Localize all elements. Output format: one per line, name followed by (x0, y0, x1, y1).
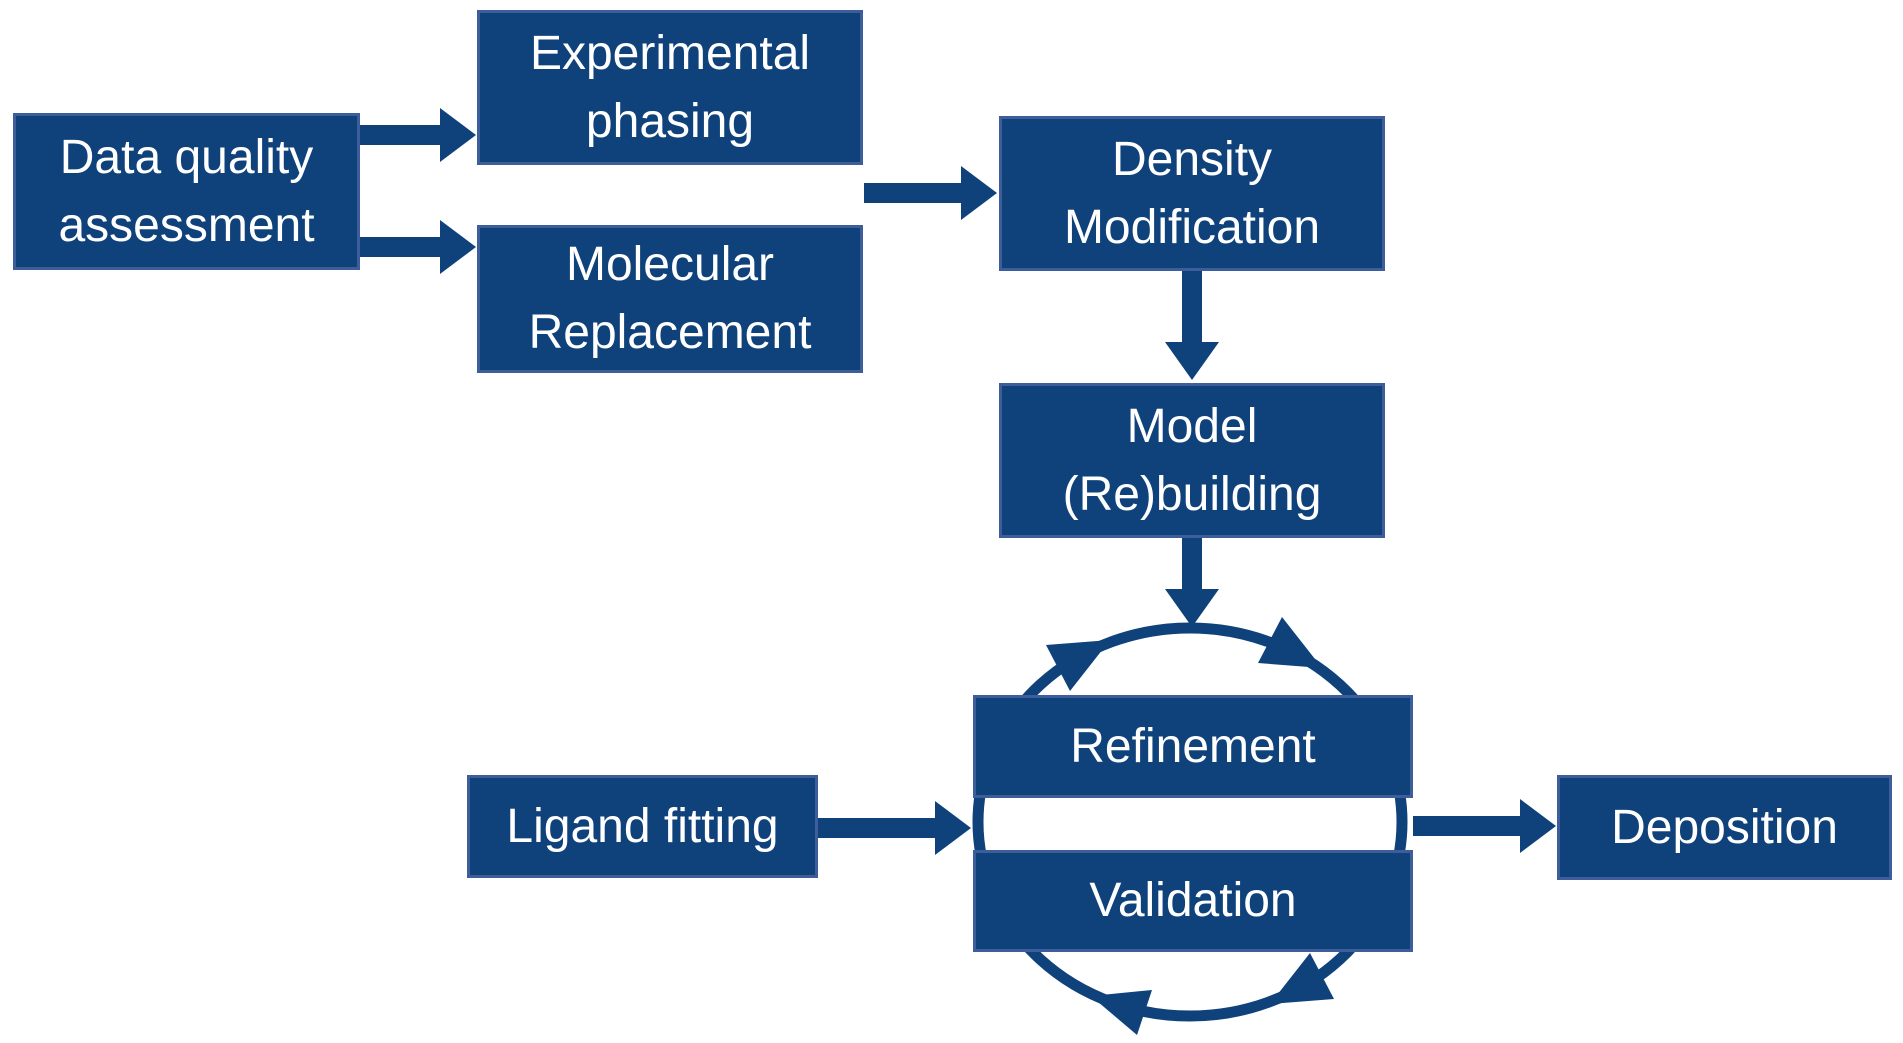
arrow-cycle-to-deposition (1413, 799, 1556, 853)
arrow-ligand-fitting-to-cycle (818, 801, 971, 855)
node-molecular-replacement: Molecular Replacement (477, 225, 863, 373)
node-label: Model (Re)building (1062, 399, 1322, 521)
node-model-rebuilding: Model (Re)building (999, 383, 1385, 538)
node-label: Validation (1089, 874, 1297, 927)
refinement-validation-cycle-ring (972, 622, 1408, 1022)
cycle-arrowhead-lower-right-icon (1270, 953, 1334, 1004)
node-label: Experimental phasing (529, 26, 811, 148)
node-data-quality-assessment: Data quality assessment (13, 113, 360, 270)
cycle-arrowhead-upper-right-icon (1258, 617, 1322, 668)
node-label: Deposition (1611, 800, 1838, 854)
arrow-dqa-to-experimental-phasing (360, 108, 476, 162)
node-label: Data quality assessment (58, 130, 315, 252)
node-label: Molecular Replacement (528, 238, 812, 359)
node-refinement: Refinement (973, 695, 1413, 798)
cycle-arrowhead-lower-left-icon (1091, 990, 1152, 1035)
arrow-density-modification-to-model-rebuilding (1165, 271, 1219, 380)
node-density-modification: Density Modification (999, 116, 1385, 271)
cycle-arrowhead-upper-left-icon (1046, 640, 1110, 691)
arrow-dqa-to-molecular-replacement (360, 220, 476, 274)
node-label: Ligand fitting (506, 799, 779, 853)
node-ligand-fitting: Ligand fitting (467, 775, 818, 878)
node-label: Refinement (1070, 719, 1316, 773)
arrow-model-rebuilding-to-cycle (1165, 538, 1219, 627)
arrow-phasing-to-density-modification (864, 166, 997, 220)
node-experimental-phasing: Experimental phasing (477, 10, 863, 165)
node-validation: Validation (973, 850, 1413, 952)
node-label: Density Modification (1063, 132, 1321, 254)
node-deposition: Deposition (1557, 775, 1892, 880)
